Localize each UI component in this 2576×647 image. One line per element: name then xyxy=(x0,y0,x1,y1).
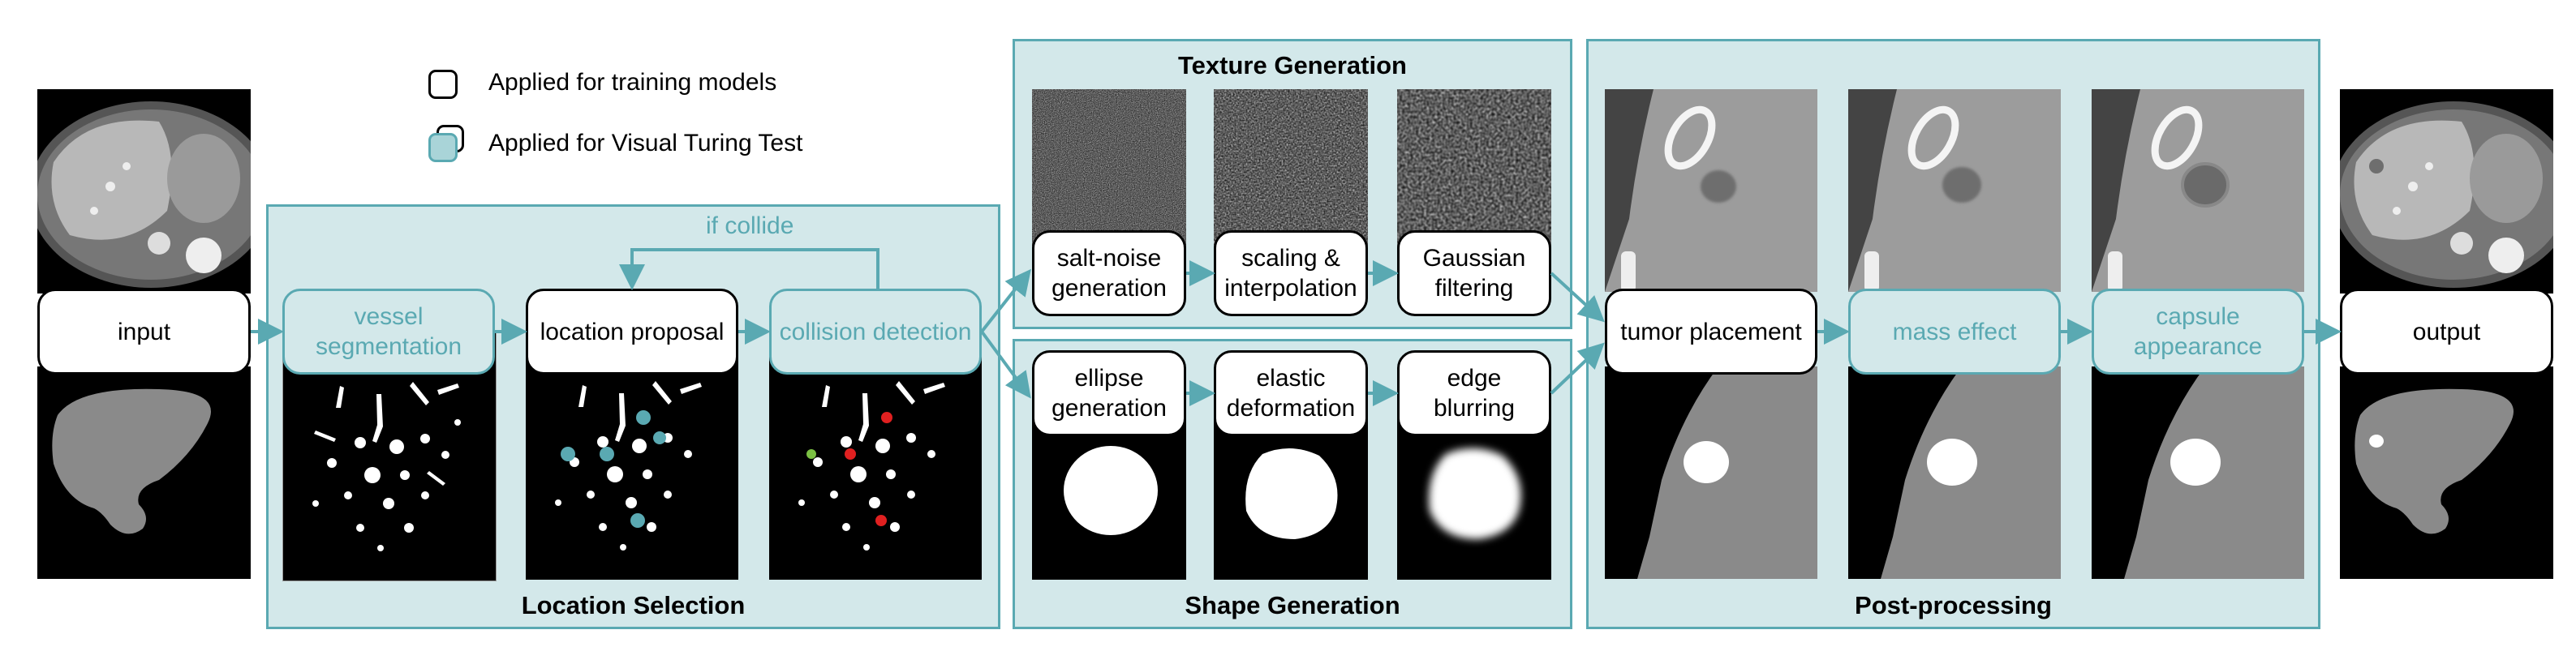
elastic-label: elastic deformation xyxy=(1221,363,1361,423)
location-proposal-box: location proposal xyxy=(526,289,738,375)
vessel-segmentation-box: vessel segmentation xyxy=(282,289,495,375)
texture-generation-title: Texture Generation xyxy=(1015,51,1570,80)
ellipse-box: ellipse generation xyxy=(1032,350,1186,436)
capsule-ct-image xyxy=(2092,89,2304,292)
edge-blur-box: edge blurring xyxy=(1397,350,1551,436)
salt-noise-box: salt-noise generation xyxy=(1032,230,1186,316)
elastic-box: elastic deformation xyxy=(1214,350,1368,436)
scaling-box: scaling & interpolation xyxy=(1214,230,1368,316)
scaling-image xyxy=(1214,89,1368,251)
capsule-mask-image xyxy=(2092,366,2304,579)
collision-detection-label: collision detection xyxy=(780,317,972,347)
shape-generation-title: Shape Generation xyxy=(1015,591,1570,620)
tumor-placement-box: tumor placement xyxy=(1605,289,1817,375)
mass-effect-mask-image xyxy=(1848,366,2061,579)
capsule-appearance-label: capsule appearance xyxy=(2099,302,2297,362)
tumor-mask-image xyxy=(1605,366,1817,579)
tumor-ct-image xyxy=(1605,89,1817,292)
output-box: output xyxy=(2340,289,2553,375)
salt-noise-label: salt-noise generation xyxy=(1039,243,1179,303)
edge-blur-label: edge blurring xyxy=(1404,363,1544,423)
ellipse-label: ellipse generation xyxy=(1039,363,1179,423)
input-label: input xyxy=(118,317,170,347)
location-selection-title: Location Selection xyxy=(269,591,998,620)
salt-noise-image xyxy=(1032,89,1186,251)
gaussian-image xyxy=(1397,89,1551,251)
gaussian-box: Gaussian filtering xyxy=(1397,230,1551,316)
mass-effect-box: mass effect xyxy=(1848,289,2061,375)
if-collide-label: if collide xyxy=(706,212,793,240)
gaussian-label: Gaussian filtering xyxy=(1404,243,1544,303)
output-ct-image xyxy=(2340,89,2553,294)
input-liver-mask xyxy=(37,366,251,579)
vtt-legend-swatch xyxy=(428,133,458,162)
input-ct-image xyxy=(37,89,251,294)
post-processing-title: Post-processing xyxy=(1589,591,2318,620)
mass-effect-ct-image xyxy=(1848,89,2061,292)
vessel-segmentation-label: vessel segmentation xyxy=(290,302,488,362)
input-box: input xyxy=(37,289,251,375)
training-legend-swatch xyxy=(428,70,458,99)
output-liver-mask xyxy=(2340,366,2553,579)
scaling-label: scaling & interpolation xyxy=(1221,243,1361,303)
tumor-placement-label: tumor placement xyxy=(1620,317,1801,347)
legend: Applied for training models Applied for … xyxy=(428,70,850,167)
output-label: output xyxy=(2413,317,2480,347)
capsule-appearance-box: capsule appearance xyxy=(2092,289,2304,375)
mass-effect-label: mass effect xyxy=(1893,317,2017,347)
training-legend-label: Applied for training models xyxy=(488,69,776,96)
location-proposal-label: location proposal xyxy=(540,317,725,347)
vtt-legend-label: Applied for Visual Turing Test xyxy=(488,130,802,157)
collision-detection-box: collision detection xyxy=(769,289,982,375)
